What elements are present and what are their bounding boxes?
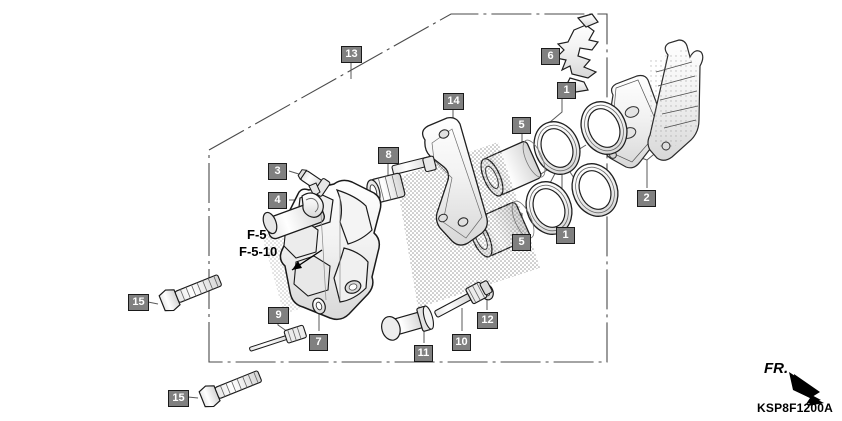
flange-bolt — [158, 274, 262, 408]
slide-pin-bolt — [381, 305, 435, 341]
service-ref-f5-10: F-5-10 — [239, 244, 278, 259]
callout-9-slide-pin-bolt[interactable]: 11 — [414, 345, 433, 362]
callout-1-seal-lower[interactable]: 1 — [556, 227, 575, 244]
bleeder-tube — [249, 324, 307, 352]
callout-10-pin-boot[interactable]: 8 — [378, 147, 399, 164]
brake-pad-friction — [647, 39, 704, 161]
bracket-pin-upper — [391, 155, 437, 175]
callout-4-bleed-valve-cap[interactable]: 4 — [268, 192, 287, 209]
sealing-washer — [312, 297, 326, 315]
callout-8-pad-pin-bolt[interactable]: 10 — [452, 334, 471, 351]
callout-15-flange-bolt-upper[interactable]: 15 — [128, 294, 149, 311]
bleed-valve-cap — [301, 192, 324, 218]
frame-border — [208, 13, 608, 363]
service-ref-f5: F-5 — [247, 227, 267, 242]
callout-13-caliper-assembly[interactable]: 13 — [341, 46, 362, 63]
pad-spring — [554, 13, 600, 93]
bleed-valve — [297, 169, 331, 197]
callout-7-sealing-washer[interactable]: 7 — [309, 334, 328, 351]
part-code-label: KSP8F1200A — [757, 401, 834, 415]
piston-seal-ring — [525, 101, 628, 235]
callout-1-seal-upper[interactable]: 1 — [557, 82, 576, 99]
callout-11-bleeder-tube[interactable]: 9 — [268, 307, 289, 324]
direction-arrow-icon — [789, 372, 824, 406]
direction-marker-label: FR. — [764, 360, 789, 377]
callout-3-bleed-valve[interactable]: 3 — [268, 163, 287, 180]
callout-5-piston-upper[interactable]: 5 — [512, 117, 531, 134]
callout-2-brake-pads[interactable]: 2 — [637, 190, 656, 207]
callout-14-caliper-bracket[interactable]: 14 — [443, 93, 464, 110]
caliper-bracket — [391, 116, 488, 246]
callout-15-flange-bolt-lower[interactable]: 15 — [168, 390, 189, 407]
callout-6-pad-spring[interactable]: 6 — [541, 48, 560, 65]
callout-5-piston-lower[interactable]: 5 — [512, 234, 531, 251]
pad-pin-bolt — [434, 280, 493, 318]
pin-boot — [366, 172, 406, 204]
callout-12-washer[interactable]: 12 — [477, 312, 498, 329]
service-ref-arrow — [291, 249, 323, 271]
